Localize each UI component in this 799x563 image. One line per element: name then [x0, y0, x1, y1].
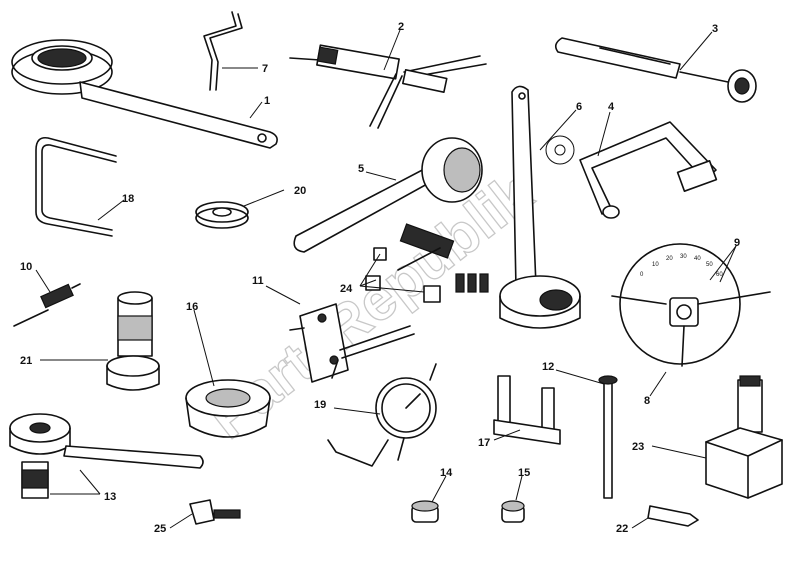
scale-tick-6: 60: [716, 272, 723, 278]
tool-puller: [289, 44, 487, 129]
scale-tick-4: 40: [694, 256, 701, 262]
callout-6: 6: [576, 101, 582, 113]
callout-12: 12: [542, 361, 554, 373]
tool-degree-wheel: 0 10 20 30 40 50 60: [611, 243, 771, 367]
tool-hex-key: [203, 11, 243, 91]
callout-7: 7: [262, 63, 268, 75]
callout-9: 9: [734, 237, 740, 249]
tool-clamp: [189, 499, 241, 525]
tool-flange-plate: [289, 303, 415, 383]
scale-tick-3: 30: [680, 254, 687, 260]
callout-4: 4: [608, 101, 615, 113]
callout-3: 3: [712, 23, 718, 35]
tool-gauge-rod: [293, 137, 483, 253]
callout-10: 10: [20, 261, 32, 273]
callout-24: 24: [340, 283, 353, 295]
tool-cylinder-drift: [106, 291, 160, 391]
callout-1: 1: [264, 95, 270, 107]
callout-16: 16: [186, 301, 198, 313]
callout-8: 8: [644, 395, 650, 407]
tool-pin: [647, 505, 699, 527]
scale-tick-0: 0: [640, 272, 644, 278]
gear-icon: [545, 135, 575, 165]
callout-21: 21: [20, 355, 32, 367]
scale-tick-5: 50: [706, 262, 713, 268]
tool-dial-gauge: [327, 363, 437, 467]
callout-18: 18: [122, 193, 134, 205]
callout-23: 23: [632, 441, 644, 453]
tool-bracket: [493, 375, 561, 445]
tool-cup-lever: [499, 85, 581, 329]
tool-small-parts: [365, 223, 489, 303]
tool-slide-hammer: [554, 37, 757, 103]
tool-cap-knurled: [411, 500, 439, 523]
leader-lines: [35, 29, 737, 529]
scale-tick-2: 20: [666, 256, 673, 262]
callout-20: 20: [294, 185, 306, 197]
callout-5: 5: [358, 163, 364, 175]
tool-puller-body: [705, 375, 783, 499]
callout-15: 15: [518, 467, 530, 479]
callout-22: 22: [616, 523, 628, 535]
callout-13: 13: [104, 491, 116, 503]
tool-threaded-pin: [13, 283, 81, 327]
callout-14: 14: [440, 467, 453, 479]
tool-long-drift: [598, 375, 618, 499]
callout-19: 19: [314, 399, 326, 411]
callouts: 1 2 3 4 5 6 7 8 9 10 11 12 13 14 15 16 1…: [20, 21, 740, 535]
tool-bent-crank: [579, 121, 718, 219]
tool-bent-rod: [35, 136, 117, 237]
tool-c-washer: [195, 201, 249, 229]
scale-tick-1: 10: [652, 262, 659, 268]
tool-ring-spanner: [11, 39, 278, 149]
callout-25: 25: [154, 523, 166, 535]
tool-filter-cup: [185, 379, 271, 438]
tool-cap-small: [501, 500, 525, 523]
tool-socket-wrench: [9, 413, 204, 499]
callout-17: 17: [478, 437, 490, 449]
callout-2: 2: [398, 21, 404, 33]
callout-11: 11: [252, 275, 264, 287]
